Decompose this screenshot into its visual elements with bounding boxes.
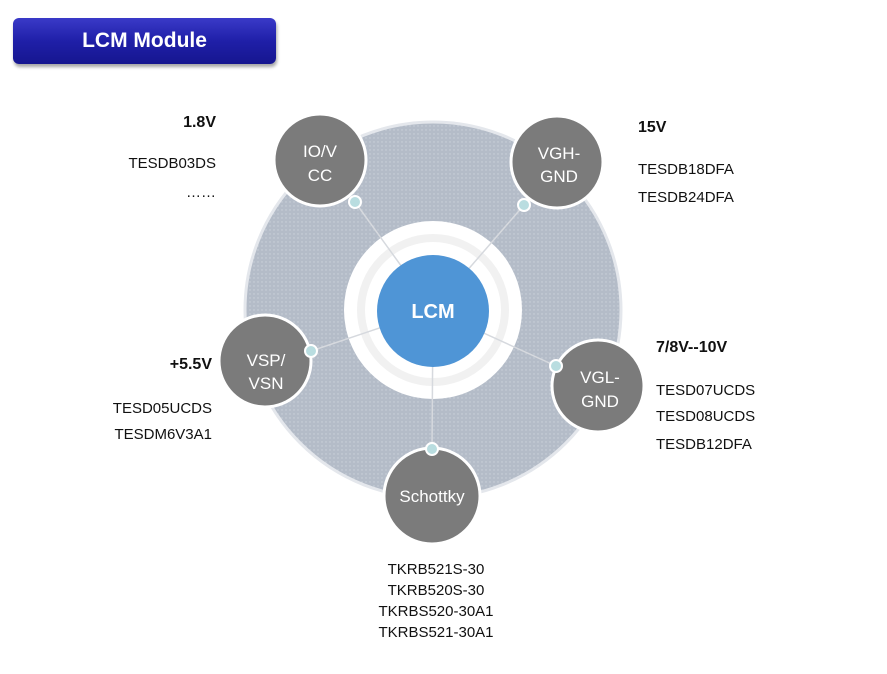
node-label: GND xyxy=(581,392,619,411)
connector-dots xyxy=(304,195,563,456)
node-iovcc: IO/V CC xyxy=(272,112,368,208)
node-label: CC xyxy=(308,166,333,185)
node-label: VSP/ xyxy=(247,351,286,370)
voltage-label: 7/8V--10V xyxy=(656,339,728,356)
node-label: VSN xyxy=(249,374,284,393)
part-label: TESD08UCDS xyxy=(656,408,756,425)
node-label: GND xyxy=(540,167,578,186)
part-label: TKRB520S-30 xyxy=(387,582,485,599)
part-label: TESD05UCDS xyxy=(112,400,212,417)
voltage-label: 1.8V xyxy=(183,114,216,131)
part-label: …… xyxy=(186,184,216,201)
part-label: TKRBS520-30A1 xyxy=(378,603,494,620)
node-label: Schottky xyxy=(399,487,465,506)
part-label: TESDB18DFA xyxy=(638,161,734,178)
part-label: TKRBS521-30A1 xyxy=(378,624,494,641)
part-label: TESDB03DS xyxy=(128,155,216,172)
node-label: IO/V xyxy=(303,142,338,161)
title-banner: LCM Module xyxy=(13,18,276,64)
lcm-center xyxy=(377,255,489,367)
part-label: TESDB12DFA xyxy=(656,436,752,453)
node-vgh-gnd: VGH- GND xyxy=(509,114,605,210)
voltage-label: 15V xyxy=(638,119,667,136)
voltage-label: +5.5V xyxy=(169,356,212,373)
part-label: TESDB24DFA xyxy=(638,189,734,206)
node-label: VGH- xyxy=(538,144,581,163)
part-label: TKRB521S-30 xyxy=(387,561,485,578)
node-label: VGL- xyxy=(580,368,620,387)
part-label: TESDM6V3A1 xyxy=(114,426,212,443)
part-label: TESD07UCDS xyxy=(656,382,756,399)
node-schottky: Schottky xyxy=(382,446,482,546)
node-vsp-vsn: VSP/ VSN xyxy=(217,313,313,409)
node-vgl-gnd: VGL- GND xyxy=(550,338,646,434)
center-label: LCM xyxy=(411,301,454,323)
